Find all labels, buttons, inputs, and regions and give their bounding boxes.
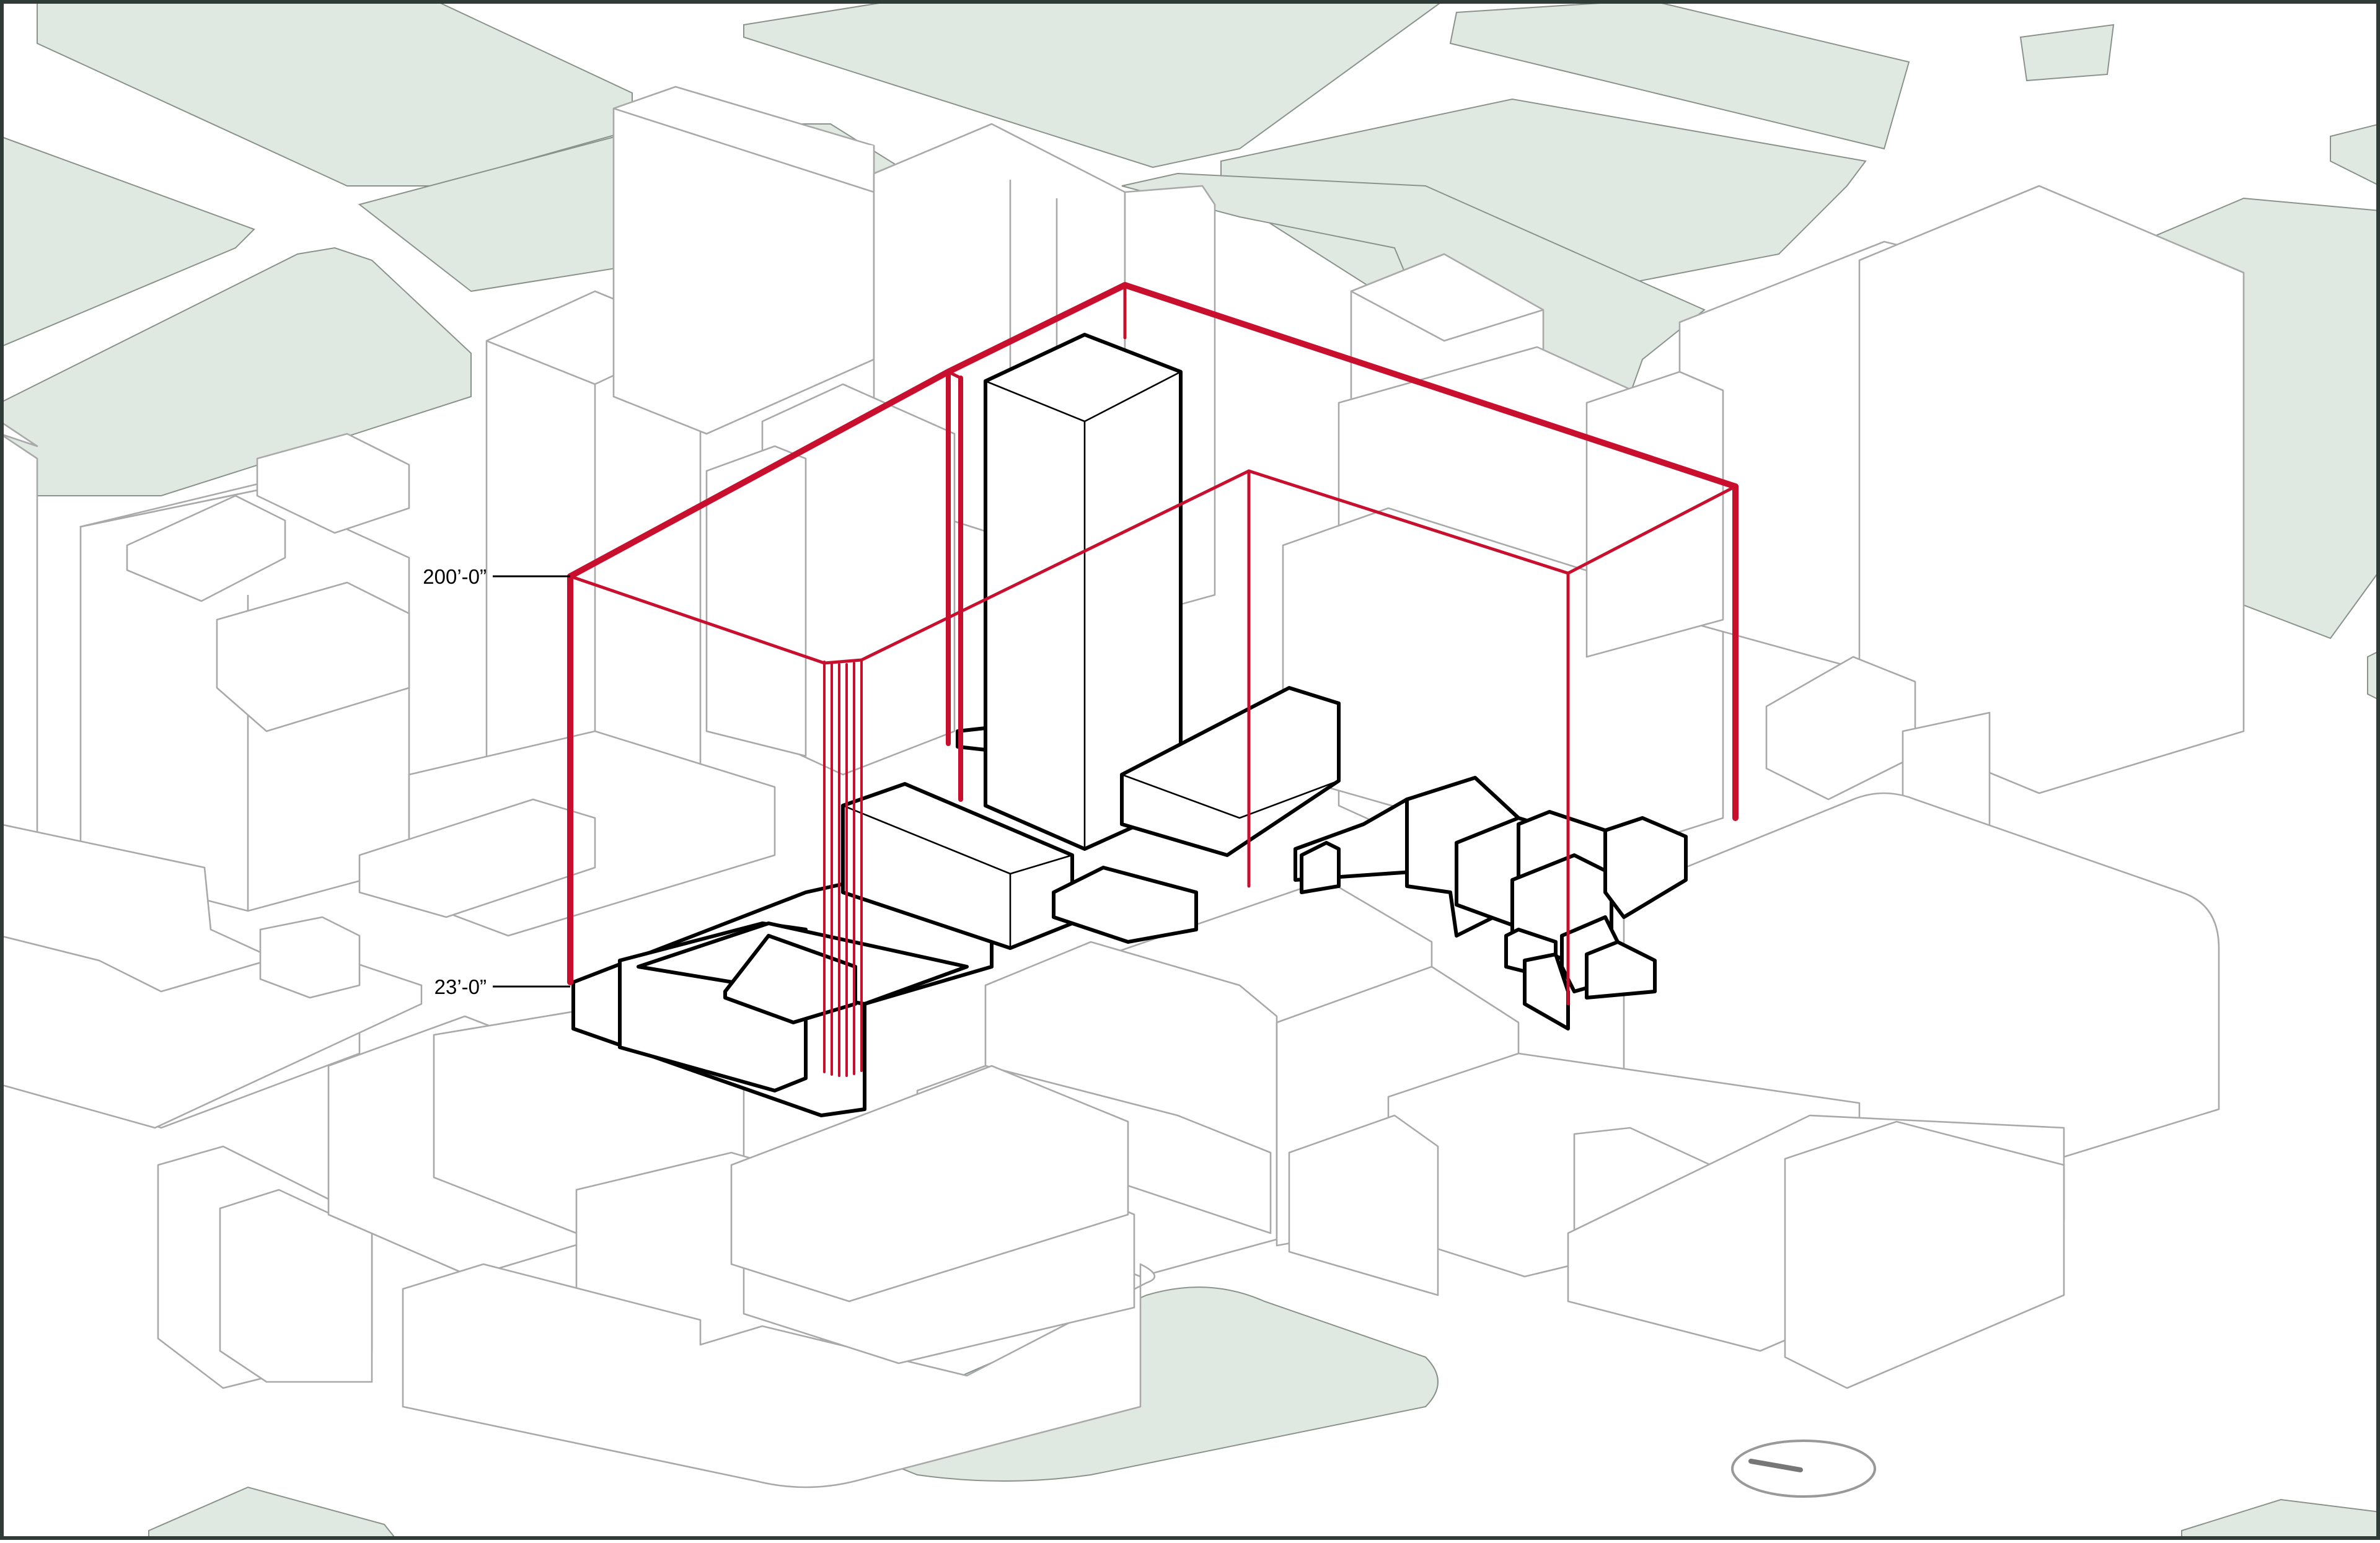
site-block	[1300, 841, 1341, 894]
height-annotations: 200’-0” 23’-0”	[423, 565, 570, 998]
context-building	[1858, 185, 2245, 794]
context-building	[259, 916, 361, 999]
site-tower-base	[956, 726, 987, 752]
site-buildings	[571, 333, 1688, 1117]
edge	[1351, 290, 1544, 342]
site-block	[1603, 816, 1688, 919]
context-building	[219, 1189, 373, 1383]
envelope-front-edge	[568, 469, 1737, 665]
context-buildings	[0, 86, 2245, 1488]
park-parcel	[2330, 123, 2380, 187]
park-parcel	[743, 0, 1445, 169]
context-building	[730, 1065, 1129, 1303]
envelope-curved-corner	[823, 659, 863, 1077]
park-parcel	[2019, 24, 2115, 82]
context-building	[0, 420, 38, 447]
site-block	[1052, 866, 1198, 944]
context-building	[705, 445, 807, 757]
edge	[1121, 773, 1339, 819]
context-building	[1784, 1120, 2065, 1389]
park-parcel	[0, 135, 255, 348]
envelope-top-edge	[567, 282, 1739, 579]
site-block	[1585, 940, 1657, 1000]
site-block	[1523, 952, 1570, 1031]
context-building	[1765, 656, 1916, 801]
zoning-envelope	[567, 282, 1739, 1077]
north-arrow-icon	[1731, 1440, 1876, 1498]
context-building	[216, 581, 410, 732]
label-base-height: 23’-0”	[434, 975, 487, 998]
label-max-height: 200’-0”	[423, 565, 487, 588]
context-building	[256, 433, 410, 534]
park-parcel	[0, 247, 472, 496]
context-building	[1288, 1114, 1439, 1296]
park-parcel	[2181, 1498, 2380, 1541]
context-building	[1585, 371, 1724, 658]
context-building	[126, 495, 286, 602]
park-parcel	[148, 1486, 399, 1541]
context-building	[358, 798, 596, 918]
